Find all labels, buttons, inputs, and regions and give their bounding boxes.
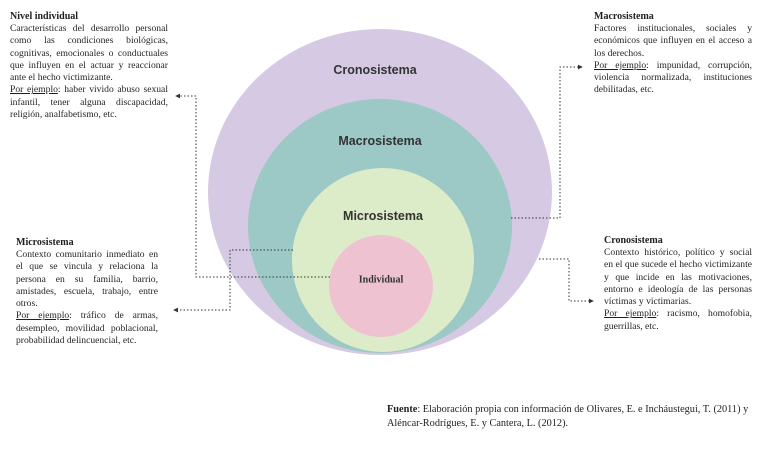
example-label: Por ejemplo bbox=[604, 308, 657, 320]
example-label: Por ejemplo bbox=[16, 310, 70, 322]
microsistema-body: Contexto comunitario inmediato en el que… bbox=[16, 249, 158, 310]
example-label: Por ejemplo bbox=[10, 84, 58, 96]
microsistema-example: Por ejemplo: tráfico de armas, desempleo… bbox=[16, 310, 158, 347]
nivel-individual-title: Nivel individual bbox=[10, 11, 79, 22]
macrosistema-block: Macrosistema Factores institucionales, s… bbox=[594, 10, 752, 97]
macrosistema-label: Macrosistema bbox=[338, 134, 422, 148]
individual-ring bbox=[329, 235, 433, 337]
example-text: : racismo, homofobia, guerrillas, etc. bbox=[604, 308, 752, 332]
cronosistema-title: Cronosistema bbox=[604, 235, 663, 246]
microsistema-title: Microsistema bbox=[16, 237, 74, 248]
example-label: Por ejemplo bbox=[594, 59, 647, 71]
connector-cronosistema bbox=[539, 258, 594, 304]
connector-macrosistema bbox=[511, 64, 583, 219]
example-text: : tráfico de armas, desempleo, movilidad… bbox=[16, 310, 158, 347]
source-note: Fuente: Elaboración propia con informaci… bbox=[387, 403, 763, 431]
source-text: : Elaboración propia con información de … bbox=[387, 404, 749, 429]
microsistema-label: Microsistema bbox=[343, 209, 423, 223]
nivel-individual-body: Características del desarrollo personal … bbox=[10, 23, 168, 84]
connector-individual bbox=[175, 93, 330, 278]
nivel-individual-block: Nivel individual Características del des… bbox=[10, 10, 168, 121]
macrosistema-body: Factores institucionales, sociales y eco… bbox=[594, 23, 752, 59]
cronosistema-body: Contexto histórico, político y social en… bbox=[604, 247, 752, 308]
individual-label: Individual bbox=[358, 274, 404, 286]
cronosistema-block: Cronosistema Contexto histórico, polític… bbox=[604, 234, 752, 333]
example-text: : impunidad, corrupción, violencia norma… bbox=[594, 59, 752, 96]
cronosistema-label: Cronosistema bbox=[333, 63, 417, 77]
macrosistema-example: Por ejemplo: impunidad, corrupción, viol… bbox=[594, 60, 752, 97]
source-label: Fuente bbox=[387, 404, 418, 415]
cronosistema-example: Por ejemplo: racismo, homofobia, guerril… bbox=[604, 308, 752, 333]
example-text: : haber vivido abuso sexual infantil, te… bbox=[10, 84, 168, 121]
nivel-individual-example: Por ejemplo: haber vivido abuso sexual i… bbox=[10, 84, 168, 121]
macrosistema-title: Macrosistema bbox=[594, 11, 654, 22]
microsistema-block: Microsistema Contexto comunitario inmedi… bbox=[16, 236, 158, 347]
connector-microsistema bbox=[173, 249, 293, 313]
